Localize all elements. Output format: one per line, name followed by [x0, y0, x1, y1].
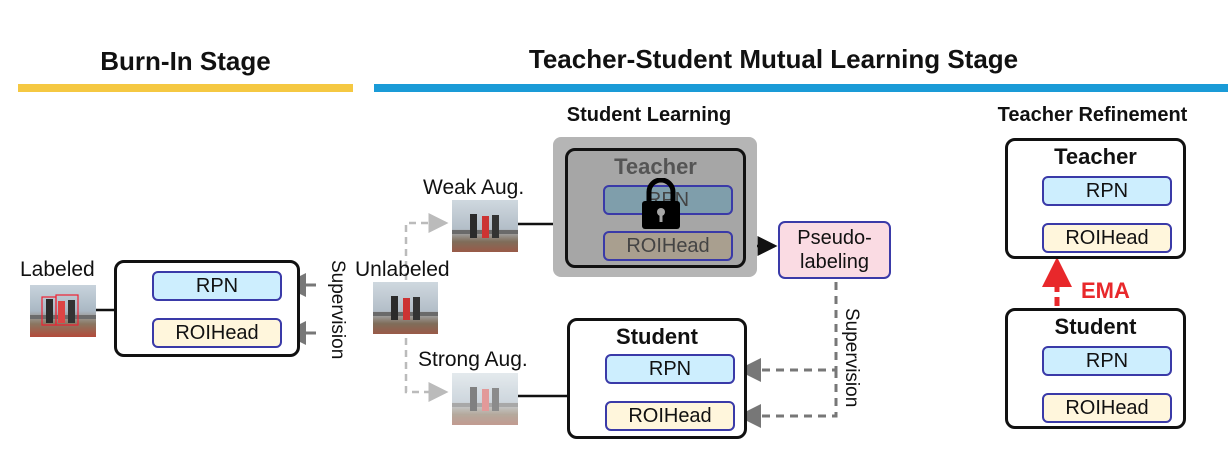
burn-in-rpn: RPN — [152, 271, 282, 301]
burn-in-roihead: ROIHead — [152, 318, 282, 348]
refinement-student-roihead: ROIHead — [1042, 393, 1172, 423]
refinement-student-title: Student — [1054, 314, 1137, 339]
strong-aug-image — [452, 373, 518, 425]
student-title: Student — [616, 324, 698, 349]
teacher-refinement-title: Teacher Refinement — [997, 104, 1188, 126]
burn-in-stage-title: Burn-In Stage — [100, 46, 271, 76]
burn-in-supervision-label: Supervision — [327, 260, 348, 360]
refinement-student-rpn: RPN — [1042, 346, 1172, 376]
unlabeled-to-strong-arrow — [404, 338, 449, 402]
mutual-supervision-label: Supervision — [841, 308, 862, 408]
student-roihead: ROIHead — [605, 401, 735, 431]
strong-aug-label: Strong Aug. — [418, 348, 528, 371]
ema-label: EMA — [1081, 278, 1130, 303]
labeled-label: Labeled — [20, 258, 95, 281]
burn-in-stage-bar — [18, 84, 353, 92]
lock-icon — [640, 178, 682, 230]
unlabeled-to-weak-arrow — [404, 213, 449, 280]
pseudo-labeling-label: Pseudo- labeling — [797, 227, 872, 273]
weak-aug-image — [452, 200, 518, 252]
unlabeled-label: Unlabeled — [355, 258, 450, 281]
pseudo-supervision-arrow-roi — [737, 370, 838, 428]
teacher-title: Teacher — [614, 154, 697, 179]
refinement-teacher-roihead: ROIHead — [1042, 223, 1172, 253]
teacher-roihead: ROIHead — [603, 231, 733, 261]
pseudo-labeling-box — [778, 221, 891, 279]
refinement-teacher-rpn: RPN — [1042, 176, 1172, 206]
labeled-image — [30, 285, 96, 337]
refinement-teacher-title: Teacher — [1054, 144, 1137, 169]
mutual-learning-stage-bar — [374, 84, 1228, 92]
pseudo-supervision-arrow-rpn — [737, 282, 838, 382]
student-rpn: RPN — [605, 354, 735, 384]
mutual-learning-stage-title: Teacher-Student Mutual Learning Stage — [528, 44, 1019, 74]
weak-aug-label: Weak Aug. — [423, 176, 525, 199]
student-learning-title: Student Learning — [566, 104, 732, 126]
unlabeled-image — [373, 282, 438, 334]
